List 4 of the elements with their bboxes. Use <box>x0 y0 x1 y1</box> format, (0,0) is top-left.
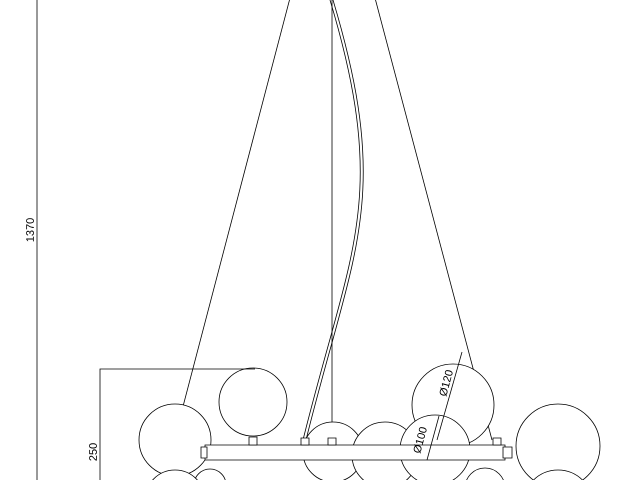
dimension-label: Ø100 <box>414 427 427 454</box>
dimension-label: Ø120 <box>440 370 453 397</box>
dimension-label: 250 <box>89 443 97 461</box>
dimension-label: 1370 <box>26 218 34 242</box>
